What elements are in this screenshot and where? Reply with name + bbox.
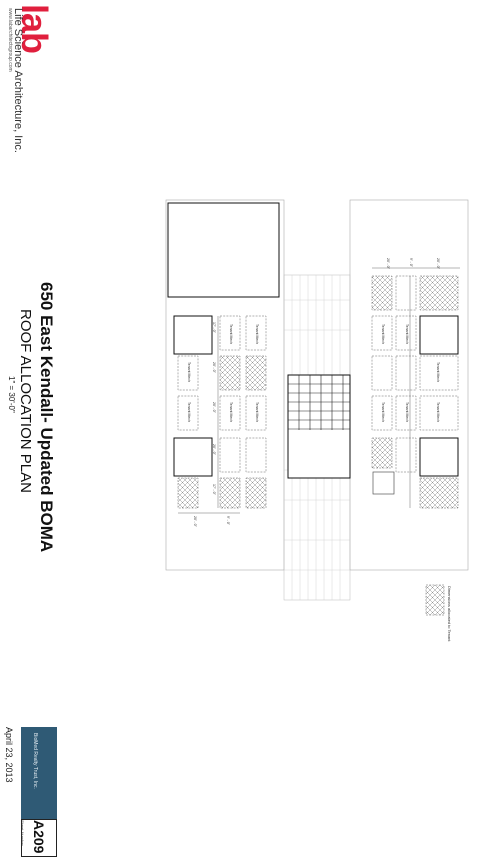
tenant-label: Tenant Mech	[255, 324, 259, 345]
dim-side-5: 17' - 0"	[212, 484, 216, 495]
tenant-label: Tenant Mech	[436, 362, 440, 383]
stair-enclosure	[287, 374, 351, 479]
roof-hatch	[372, 471, 395, 495]
legend-label: Dimensions allocated to Tenant	[447, 586, 452, 642]
tenant-areas-right	[371, 275, 459, 509]
sheet-number-box	[21, 819, 57, 857]
client-logo-block: BioMed Realty Trust, Inc.	[21, 727, 57, 819]
tenant-label: Tenant Mech	[381, 324, 385, 345]
tenant-label: Tenant Mech	[255, 402, 259, 423]
dim-right-c: 20' - 0"	[436, 258, 440, 269]
dim-right-a: 20' - 0"	[386, 258, 390, 269]
dim-side-4: 20' - 0"	[212, 444, 216, 455]
dim-left-a: 20' - 0"	[193, 516, 197, 527]
mech-shaft-4	[419, 437, 459, 477]
roof-wing-right	[349, 199, 469, 571]
dim-side-2: 20' - 0"	[212, 362, 216, 373]
dim-left-b: 9' - 0"	[226, 516, 230, 525]
rooftop-enclosure	[167, 202, 280, 298]
dimension-lines	[178, 267, 460, 514]
tenant-label: Tenant Mech	[229, 324, 233, 345]
mech-shaft-2	[173, 437, 213, 477]
legend-swatch	[425, 584, 445, 616]
tenant-label: Tenant Mech	[405, 324, 409, 345]
tenant-label: Tenant Mech	[436, 402, 440, 423]
tenant-areas-left	[177, 315, 267, 509]
tenant-label: Tenant Mech	[187, 402, 191, 423]
dim-right-b: 9' - 0"	[409, 258, 413, 267]
dim-side-1: 17' - 0"	[212, 322, 216, 333]
mech-shaft-3	[419, 315, 459, 355]
tenant-label: Tenant Mech	[187, 362, 191, 383]
mech-shaft-1	[173, 315, 213, 355]
tenant-label: Tenant Mech	[229, 402, 233, 423]
tenant-label: Tenant Mech	[381, 402, 385, 423]
tenant-label: Tenant Mech	[405, 402, 409, 423]
dim-side-3: 20' - 0"	[212, 402, 216, 413]
